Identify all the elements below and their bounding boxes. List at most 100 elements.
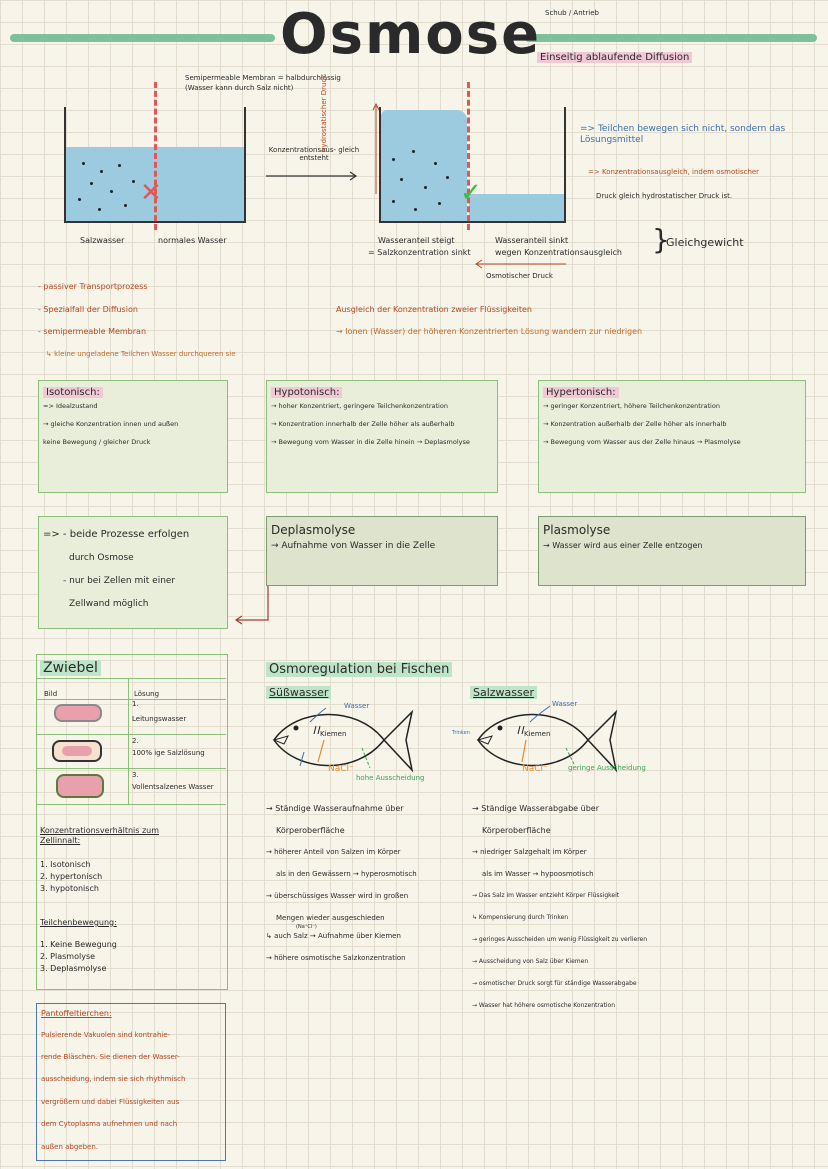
zwiebel-row-1-num: 1.	[132, 700, 139, 708]
particle	[124, 204, 127, 207]
onion-cell-vacuole	[62, 746, 92, 756]
salt-excretion-label: geringe Ausscheidung	[568, 764, 646, 772]
pantoffel-box: Pantoffeltierchen: Pulsierende Vakuolen …	[36, 1003, 226, 1161]
pantoffel-line-6: außen abgeben.	[41, 1142, 98, 1151]
salt-line-7: → geringes Ausscheiden um wenig Flüssigk…	[472, 936, 648, 943]
fresh-line-9: → höhere osmotische Salzkonzentration	[266, 954, 406, 962]
fresh-line-8: ↳ auch Salz → Aufnahme über Kiemen	[266, 932, 401, 940]
particle	[414, 208, 417, 211]
salt-line-8: → Ausscheidung von Salz über Kiemen	[472, 958, 589, 965]
salt-wasser-label: Wasser	[552, 700, 578, 708]
particle	[98, 208, 101, 211]
freshwater-list: → Ständige Wasseraufnahme über Körperobe…	[266, 804, 417, 976]
particle	[446, 176, 449, 179]
hypertonisch-line-2: → Konzentration außerhalb der Zelle höhe…	[543, 420, 727, 428]
zwiebel-col-loesung: Lösung	[134, 690, 160, 698]
salt-line-3: → niedriger Salzgehalt im Körper	[472, 848, 587, 856]
fresh-excretion-label: hohe Ausscheidung	[356, 774, 425, 782]
fresh-line-6: Mengen wieder ausgeschieden	[276, 914, 385, 922]
particle	[438, 202, 441, 205]
title-note: Schub / Antrieb	[545, 9, 599, 17]
zwiebel-row-1-text: Leitungswasser	[132, 715, 187, 723]
fresh-line-7: (Na⁺Cl⁻)	[296, 924, 317, 930]
particle	[424, 186, 427, 189]
particle	[392, 158, 395, 161]
bullet-left-3: - semipermeable Membran	[38, 327, 147, 336]
fresh-line-4: als in den Gewässern → hyperosmotisch	[276, 870, 417, 878]
plasmolyse-title: Plasmolyse	[543, 523, 611, 537]
hypotonisch-line-1: → hoher Konzentriert, geringere Teilchen…	[271, 402, 448, 410]
onion-cell-deplasmolysis	[56, 774, 104, 798]
box-hypertonisch: Hypertonisch: → geringer Konzentriert, h…	[538, 380, 806, 493]
particle	[392, 200, 395, 203]
note-right-3: Druck gleich hydrostatischer Druck ist.	[596, 192, 733, 200]
box-hypertonisch-title: Hypertonisch:	[543, 387, 801, 398]
pantoffel-line-5: dem Cytoplasma aufnehmen und nach	[41, 1120, 178, 1129]
saltwater-title: Salzwasser	[470, 686, 538, 699]
box-deplasmolyse: Deplasmolyse → Aufnahme von Wasser in di…	[266, 516, 498, 586]
konz-item-3: 3. hypotonisch	[40, 884, 99, 893]
plasmolyse-text: → Wasser wird aus einer Zelle entzogen	[543, 541, 703, 550]
membrane-2	[467, 82, 470, 230]
konz-item-1: 1. Isotonisch	[40, 860, 91, 869]
blocked-cross-icon: ✕	[140, 178, 162, 208]
box-plasmolyse: Plasmolyse → Wasser wird aus einer Zelle…	[538, 516, 806, 586]
bullet-left-4: ↳ kleine ungeladene Teilchen Wasser durc…	[46, 350, 236, 358]
fresh-line-3: → höherer Anteil von Salzen im Körper	[266, 848, 401, 856]
fish-title: Osmoregulation bei Fischen	[266, 662, 453, 677]
pantoffel-line-3: ausscheidung, indem sie sich rhythmisch	[41, 1075, 186, 1084]
zwiebel-row-3	[36, 768, 226, 805]
bullet-left-2: - Spezialfall der Diffusion	[38, 305, 138, 314]
isotonisch-line-1: => Idealzustand	[43, 402, 98, 410]
beaker-2-water-left	[381, 110, 467, 222]
onion-cell-isotonic	[54, 704, 102, 722]
box-both-processes: => - beide Prozesse erfolgen durch Osmos…	[38, 516, 228, 629]
deplasmolyse-text: → Aufnahme von Wasser in die Zelle	[271, 541, 436, 551]
freshwater-title: Süßwasser	[266, 686, 332, 699]
zwiebel-col-bild: Bild	[44, 690, 58, 698]
title-stripe-left	[10, 34, 275, 42]
bullet-mid-1: Ausgleich der Konzentration zweier Flüss…	[336, 305, 532, 314]
hypotonisch-line-2: → Konzentration innerhalb der Zelle höhe…	[271, 420, 455, 428]
label-salt-water: Salzwasser	[80, 236, 125, 245]
zwiebel-row-2-text: 100% ige Salzlösung	[132, 749, 205, 757]
box-hypotonisch-title: Hypotonisch:	[271, 387, 493, 398]
particle	[118, 164, 121, 167]
konz-item-2: 2. hypertonisch	[40, 872, 103, 881]
pantoffel-line-4: vergrößern und dabei Flüssigkeiten aus	[41, 1097, 180, 1106]
particle	[78, 198, 81, 201]
pantoffel-title: Pantoffeltierchen:	[41, 1009, 112, 1018]
hydrostatic-pressure-label: hydrostatischer Druck	[320, 74, 328, 152]
label-normal-water: normales Wasser	[158, 236, 227, 245]
bullet-mid-2: → Ionen (Wasser) der höheren Konzentrier…	[336, 327, 643, 336]
beaker-2	[379, 107, 566, 223]
zwiebel-row-2	[36, 734, 226, 769]
zwiebel-row-3-text: Vollentsalzenes Wasser	[132, 783, 214, 791]
left-after-1: Wasseranteil steigt	[378, 236, 455, 245]
both-line-3: - nur bei Zellen mit einer	[63, 576, 176, 586]
note-right-1: => Teilchen bewegen sich nicht, sondern …	[580, 124, 786, 145]
brace-icon: }	[652, 223, 670, 256]
pantoffel-line-2: rende Bläschen. Sie dienen der Wasser-	[41, 1052, 180, 1061]
particle	[434, 162, 437, 165]
konz-title: Konzentrationsverhältnis zum Zellinnalt:	[40, 826, 160, 845]
hypertonisch-line-1: → geringer Konzentriert, höhere Teilchen…	[543, 402, 720, 410]
zwiebel-col-divider	[128, 678, 129, 804]
salt-line-10: → Wasser hat höhere osmotische Konzentra…	[472, 1002, 616, 1009]
particle	[82, 162, 85, 165]
salt-line-6: ↳ Kompensierung durch Trinken	[472, 914, 569, 921]
zwiebel-row-3-num: 3.	[132, 771, 139, 779]
check-icon: ✓	[460, 178, 482, 208]
onion-cell-plasmolysis	[52, 740, 102, 762]
salt-kiemen-label: Kiemen	[524, 730, 551, 738]
teilchen-item-1: 1. Keine Bewegung	[40, 940, 117, 949]
particle	[412, 150, 415, 153]
zwiebel-title: Zwiebel	[40, 660, 101, 676]
osmotic-pressure-label: Osmotischer Druck	[486, 272, 553, 280]
connector-arrow-icon	[234, 586, 269, 625]
arrow-label: Konzentrationsaus- gleich entsteht	[268, 146, 360, 163]
bullet-left-1: - passiver Transportprozess	[38, 282, 148, 291]
fresh-line-2: Körperoberfläche	[276, 826, 345, 835]
teilchen-item-2: 2. Plasmolyse	[40, 952, 96, 961]
membrane-note-2: (Wasser kann durch Salz nicht)	[185, 84, 294, 92]
